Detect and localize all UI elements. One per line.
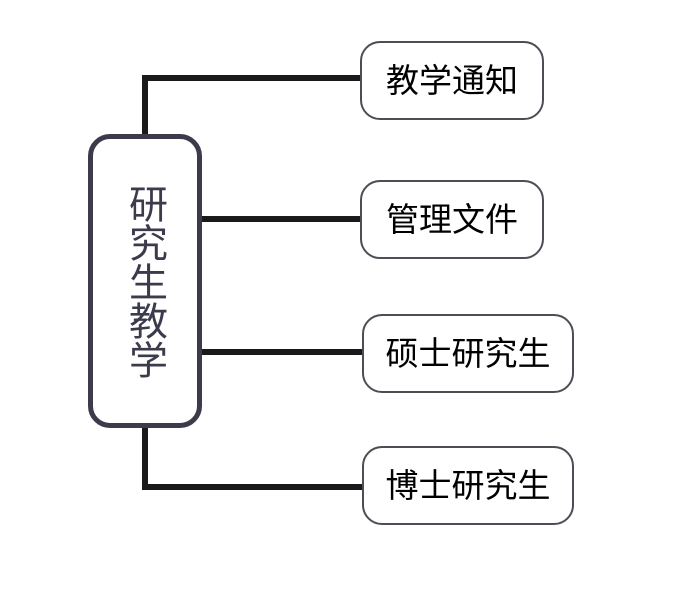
leaf-node-label: 博士研究生 xyxy=(385,465,551,505)
leaf-node-management-documents[interactable]: 管理文件 xyxy=(360,180,544,259)
leaf-node-label: 教学通知 xyxy=(386,60,518,100)
root-node-graduate-teaching[interactable]: 研究生教学 xyxy=(88,134,202,428)
leaf-node-doctoral-students[interactable]: 博士研究生 xyxy=(362,446,574,525)
root-node-label: 研究生教学 xyxy=(122,183,168,379)
leaf-node-teaching-notice[interactable]: 教学通知 xyxy=(360,41,544,120)
connector-line-3 xyxy=(142,428,362,490)
leaf-node-masters-students[interactable]: 硕士研究生 xyxy=(362,314,574,393)
connector-line-0 xyxy=(142,75,360,134)
leaf-node-label: 硕士研究生 xyxy=(385,333,551,373)
leaf-node-label: 管理文件 xyxy=(386,199,518,239)
